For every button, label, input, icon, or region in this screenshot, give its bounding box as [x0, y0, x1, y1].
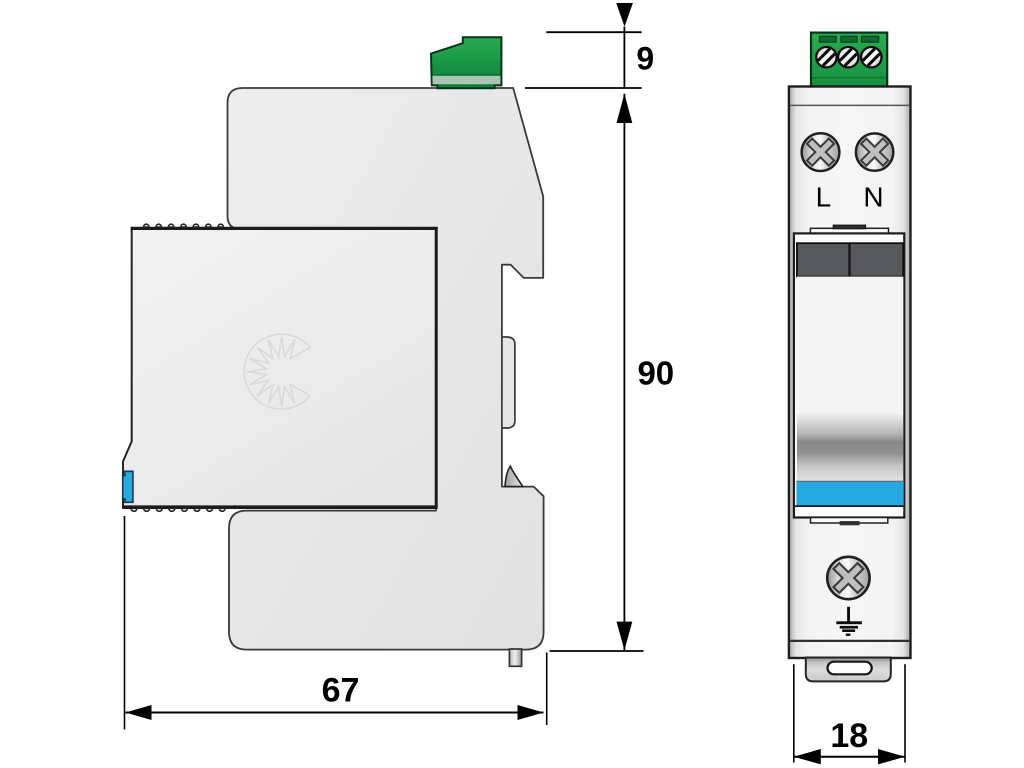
svg-text:90: 90 — [637, 355, 674, 392]
svg-text:18: 18 — [830, 717, 868, 755]
svg-text:67: 67 — [322, 672, 360, 710]
svg-text:N: N — [863, 182, 883, 213]
svg-text:9: 9 — [636, 41, 654, 77]
svg-text:L: L — [816, 182, 832, 213]
